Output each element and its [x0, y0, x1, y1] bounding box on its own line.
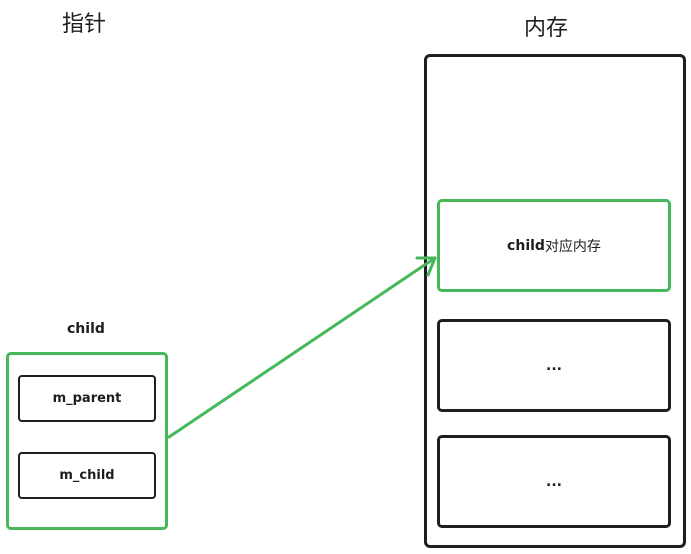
memory-heading: 内存	[524, 16, 569, 41]
memory-cell-2-text: ...	[440, 322, 668, 409]
child-object-label: child	[67, 321, 105, 337]
memory-cell-2: ...	[437, 319, 671, 412]
memory-cell-3-ellipsis: ...	[546, 473, 562, 490]
child-object-box	[6, 352, 168, 530]
memory-cell-3-text: ...	[440, 438, 668, 525]
m-child-field: m_child	[18, 452, 156, 499]
child-memory-cell-name: child	[507, 237, 545, 254]
child-memory-cell-suffix: 对应内存	[544, 238, 601, 255]
m-parent-field: m_parent	[18, 375, 156, 422]
pointer-heading: 指针	[62, 12, 107, 37]
memory-cell-2-ellipsis: ...	[546, 357, 562, 374]
memory-cell-3: ...	[437, 435, 671, 528]
pointer-arrow-line	[167, 256, 437, 439]
